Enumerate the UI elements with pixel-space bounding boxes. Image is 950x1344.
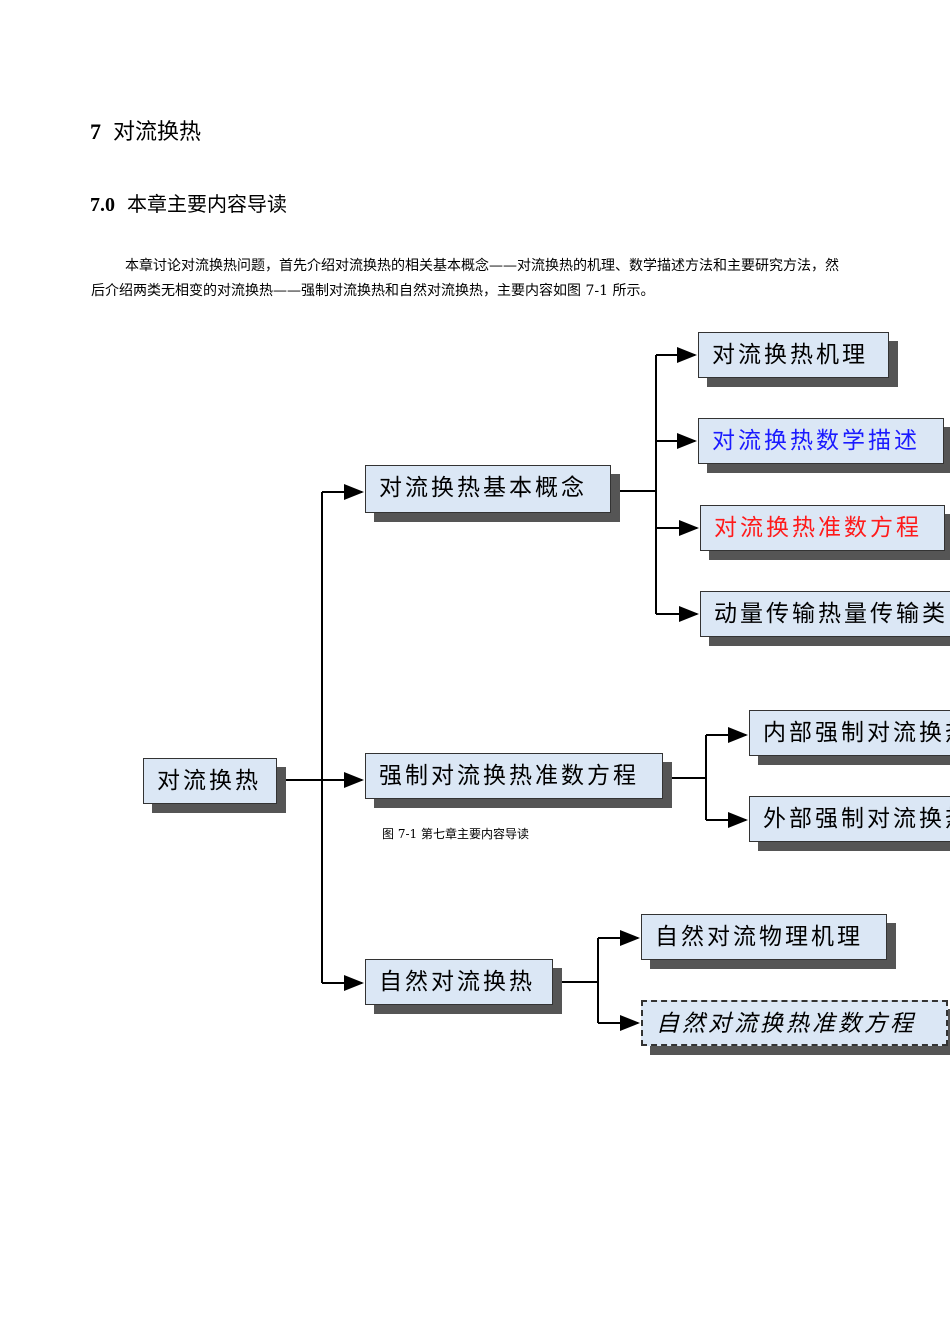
node-internal-forced: 内部强制对流换热: [749, 710, 950, 756]
node-mechanism: 对流换热机理: [698, 332, 889, 378]
node-root: 对流换热: [143, 758, 277, 804]
figure-caption: 图 7-1 第七章主要内容导读: [382, 827, 529, 841]
node-momentum-heat-analogy: 动量传输热量传输类: [700, 591, 950, 637]
node-natural-mechanism: 自然对流物理机理: [641, 914, 887, 960]
intro-paragraph: 本章讨论对流换热问题，首先介绍对流换热的相关基本概念——对流换热的机理、数学描述…: [91, 258, 839, 299]
node-natural-convection: 自然对流换热: [365, 959, 553, 1005]
node-math-description: 对流换热数学描述: [698, 418, 944, 464]
node-forced-convection: 强制对流换热准数方程: [365, 753, 663, 799]
node-natural-criterion: 自然对流换热准数方程: [641, 1000, 948, 1046]
node-criterion-equation: 对流换热准数方程: [700, 505, 945, 551]
node-external-forced: 外部强制对流换热: [749, 796, 950, 842]
node-basic-concepts: 对流换热基本概念: [365, 465, 611, 513]
